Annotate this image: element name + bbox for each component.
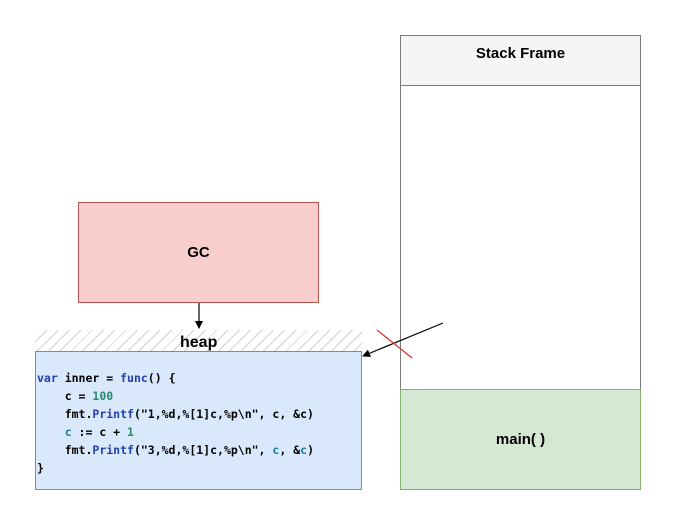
main-frame-box: main( )	[400, 389, 641, 490]
code-token: c =	[37, 389, 93, 403]
code-token: var	[37, 371, 58, 385]
stack-frame-title: Stack Frame	[401, 36, 640, 86]
code-line: c = 100	[37, 387, 361, 405]
gc-box: GC	[78, 202, 319, 303]
heap-label: heap	[180, 334, 218, 351]
code-token: fmt.	[37, 407, 93, 421]
heap-hatch-boundary	[35, 330, 362, 352]
code-line: }	[37, 459, 361, 477]
code-token: ("1,%d,%[1]c,%p\n", c, &c)	[133, 407, 314, 421]
gc-label: GC	[187, 244, 210, 261]
code-token: c	[37, 425, 72, 439]
code-token: Printf	[92, 407, 134, 421]
code-line: fmt.Printf("1,%d,%[1]c,%p\n", c, &c)	[37, 405, 361, 423]
code-token: fmt.	[37, 443, 93, 457]
code-token: inner =	[57, 371, 121, 385]
code-token: 1	[127, 425, 134, 439]
code-token: 100	[92, 389, 114, 403]
broken-reference-cross-mark	[376, 329, 413, 359]
code-line: var inner = func() {	[37, 369, 361, 387]
stack-frame: Stack Frame	[400, 35, 641, 390]
main-frame-label: main( )	[495, 431, 546, 448]
heap-code-block: var inner = func() { c = 100 fmt.Printf(…	[35, 351, 362, 490]
stack-to-heap-arrow	[362, 322, 444, 358]
code-token: := c +	[71, 425, 128, 439]
code-token: }	[37, 461, 44, 475]
code-token: () {	[147, 371, 176, 385]
code-token: )	[307, 443, 315, 457]
code-token: , &	[279, 443, 301, 457]
code-token: ("3,%d,%[1]c,%p\n",	[133, 443, 273, 457]
code-token: Printf	[92, 443, 134, 457]
code-line: c := c + 1	[37, 423, 361, 441]
code-line: fmt.Printf("3,%d,%[1]c,%p\n", c, &c)	[37, 441, 361, 459]
code-token: c	[272, 443, 280, 457]
code-token: c	[300, 443, 308, 457]
code-token: func	[120, 371, 148, 385]
